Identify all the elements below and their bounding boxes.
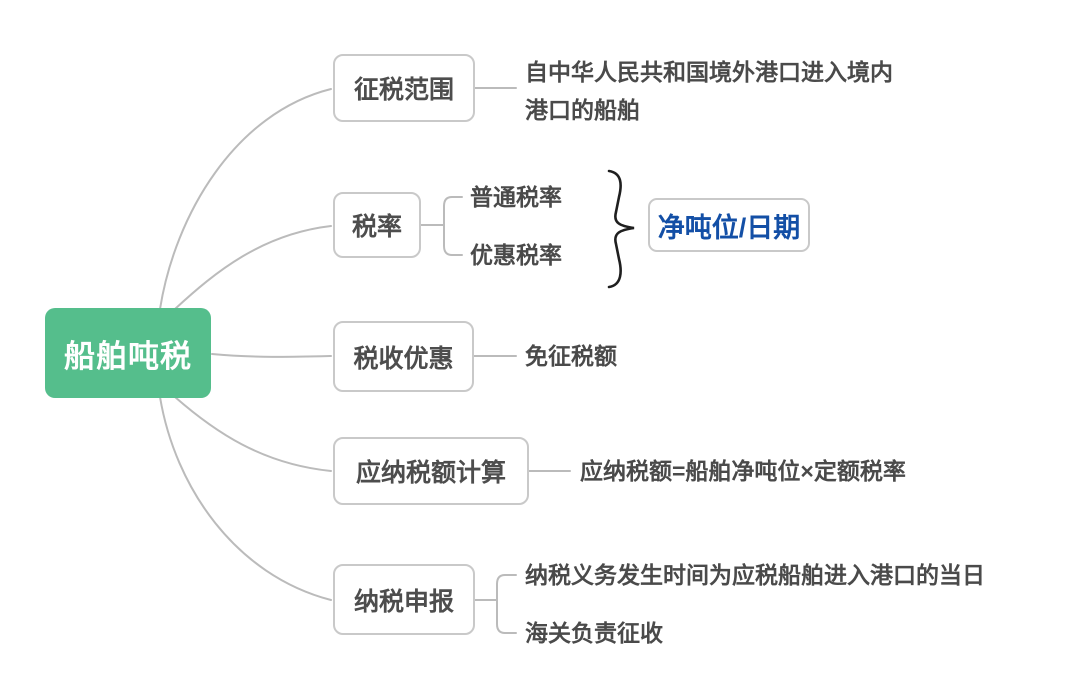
leaf-tax-payable-formula[interactable]: 应纳税额=船舶净吨位×定额税率 (580, 458, 906, 484)
leaf-exempt-tax-amount[interactable]: 免征税额 (525, 343, 617, 369)
connector-root-to-tax-filing (159, 396, 332, 601)
leaf-customs-collection[interactable]: 海关负责征收 (525, 620, 663, 646)
annotation-net-tonnage-date[interactable]: 净吨位/日期 (648, 198, 810, 252)
branch-tax-filing[interactable]: 纳税申报 (333, 564, 475, 635)
connector-rate-bracket (420, 196, 463, 256)
leaf-taxation-scope-note[interactable]: 自中华人民共和国境外港口进入境内 港口的船舶 (525, 53, 893, 129)
branch-tax-payable-calculation[interactable]: 应纳税额计算 (333, 437, 529, 505)
connector-root-to-taxation-scope (159, 88, 332, 310)
leaf-taxation-scope-note-line2: 港口的船舶 (525, 97, 640, 123)
leaf-ordinary-tax-rate[interactable]: 普通税率 (470, 184, 562, 210)
branch-taxation-scope[interactable]: 征税范围 (333, 54, 475, 122)
leaf-tax-obligation-time[interactable]: 纳税义务发生时间为应税船舶进入港口的当日 (525, 562, 985, 588)
connector-root-to-tax-incentive (211, 353, 332, 358)
connector-root-to-tax-calc (174, 396, 332, 472)
connector-filing-bracket (474, 574, 517, 634)
branch-tax-incentive[interactable]: 税收优惠 (333, 321, 474, 392)
curly-brace (607, 169, 635, 289)
connector-root-to-tax-rate (174, 225, 332, 310)
leaf-preferential-tax-rate[interactable]: 优惠税率 (470, 242, 562, 268)
leaf-taxation-scope-note-line1: 自中华人民共和国境外港口进入境内 (525, 59, 893, 85)
root-node-ship-tonnage-tax[interactable]: 船舶吨税 (45, 308, 211, 398)
branch-tax-rate[interactable]: 税率 (333, 192, 421, 258)
